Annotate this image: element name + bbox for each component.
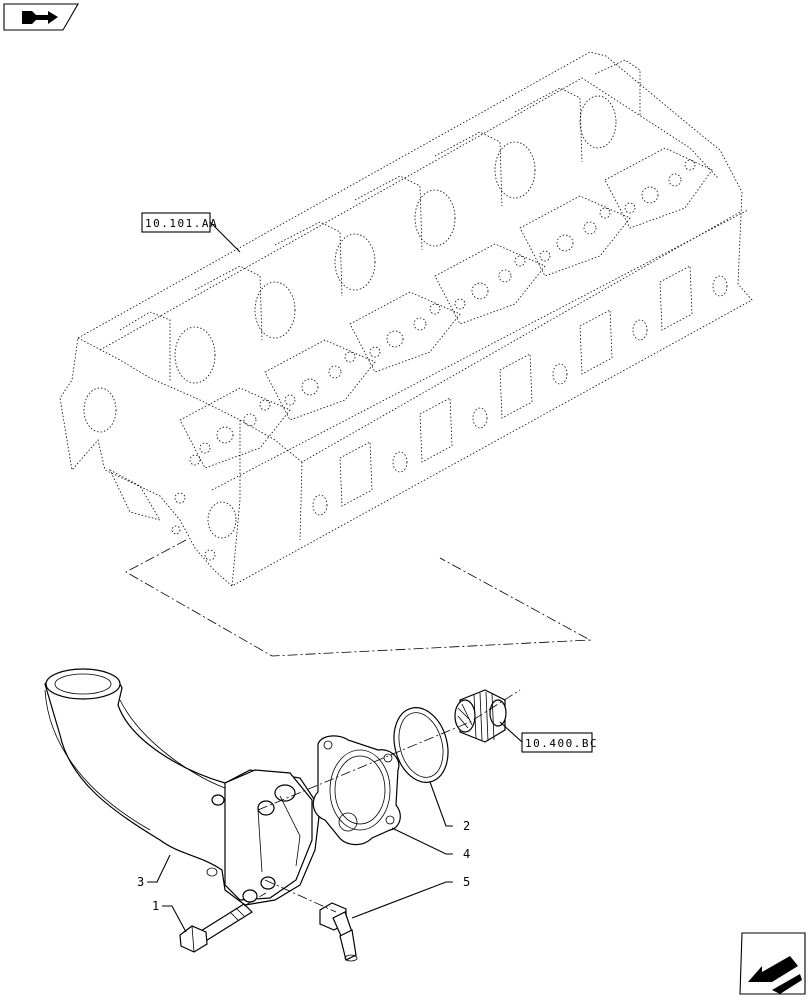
o-ring (393, 707, 449, 783)
svg-text:5: 5 (463, 875, 470, 889)
callout-5: 5 (351, 875, 470, 919)
coolant-outlet-pipe (44, 668, 321, 906)
callout-1: 1 (152, 899, 187, 933)
gasket (312, 735, 401, 846)
axis-line-outlet (257, 689, 521, 811)
thermostat (454, 689, 507, 743)
svg-text:4: 4 (463, 847, 470, 861)
thermostat-reference-label: 10.400.BC (525, 737, 598, 750)
thermostat-reference[interactable]: 10.400.BC (499, 721, 598, 753)
svg-text:3: 3 (137, 875, 144, 889)
bolt (179, 903, 253, 953)
book-arrow-icon[interactable] (3, 3, 79, 31)
cylinder-head-reference[interactable]: 10.101.AA (141, 212, 241, 253)
cylinder-head (59, 51, 753, 587)
axis-line-bolt (243, 892, 267, 907)
callout-3: 3 (137, 854, 171, 889)
svg-text:1: 1 (152, 899, 159, 913)
svg-text:2: 2 (463, 819, 470, 833)
temperature-sensor (319, 902, 358, 962)
cylinder-head-reference-label: 10.101.AA (145, 217, 218, 230)
axis-line-sensor (264, 879, 337, 913)
assembly-outline (125, 539, 592, 657)
callout-2: 2 (429, 781, 470, 833)
callout-4: 4 (391, 827, 470, 861)
next-page-arrow-icon[interactable] (739, 932, 806, 995)
